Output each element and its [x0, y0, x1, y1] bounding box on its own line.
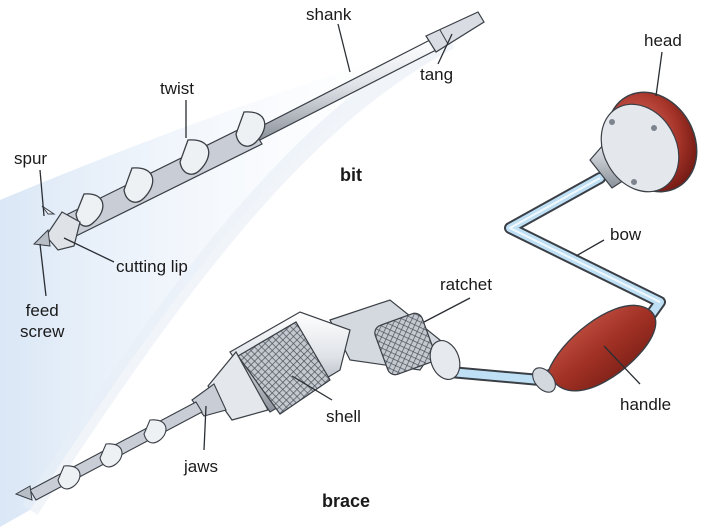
leader-handle [603, 345, 641, 385]
label-bow: bow [610, 225, 642, 244]
brace-head [600, 91, 698, 193]
leader-feed-screw [39, 243, 47, 297]
label-twist: twist [160, 79, 194, 98]
background-sweep [0, 40, 450, 527]
label-feed-screw: feed screw [20, 300, 64, 343]
brace-ratchet [329, 299, 461, 380]
leader-ratchet [423, 297, 471, 323]
brace-handle [532, 304, 657, 393]
leader-shank [337, 23, 351, 73]
brace [14, 91, 698, 501]
label-feed: feed [25, 301, 59, 320]
label-jaws: jaws [184, 457, 219, 476]
leader-tang [437, 33, 453, 65]
leader-jaws [203, 405, 207, 451]
bit-feed-screw [32, 228, 51, 247]
label-cutting-lip: cutting lip [116, 257, 188, 276]
leader-lines [39, 23, 663, 451]
bit-tang [425, 11, 485, 53]
label-spur: spur [14, 149, 48, 168]
label-bit: bit [340, 165, 362, 185]
label-head: head [644, 31, 682, 50]
label-brace: brace [322, 491, 371, 511]
label-tang: tang [420, 65, 454, 84]
label-ratchet: ratchet [440, 275, 492, 294]
label-shank: shank [306, 5, 352, 24]
auger-bit [32, 11, 485, 251]
brace-shell [191, 311, 351, 421]
leader-head [655, 51, 663, 97]
bit-spur [41, 205, 56, 215]
label-shell: shell [326, 407, 361, 426]
background-sweep-edge [22, 32, 455, 515]
leader-spur [39, 169, 45, 217]
leader-shell [291, 375, 333, 401]
brace-bit [14, 401, 203, 501]
bit-shank [249, 39, 437, 143]
leader-cutting-lip [63, 237, 115, 263]
label-handle: handle [620, 395, 672, 414]
leader-bow [575, 239, 605, 257]
label-screw: screw [20, 322, 65, 342]
